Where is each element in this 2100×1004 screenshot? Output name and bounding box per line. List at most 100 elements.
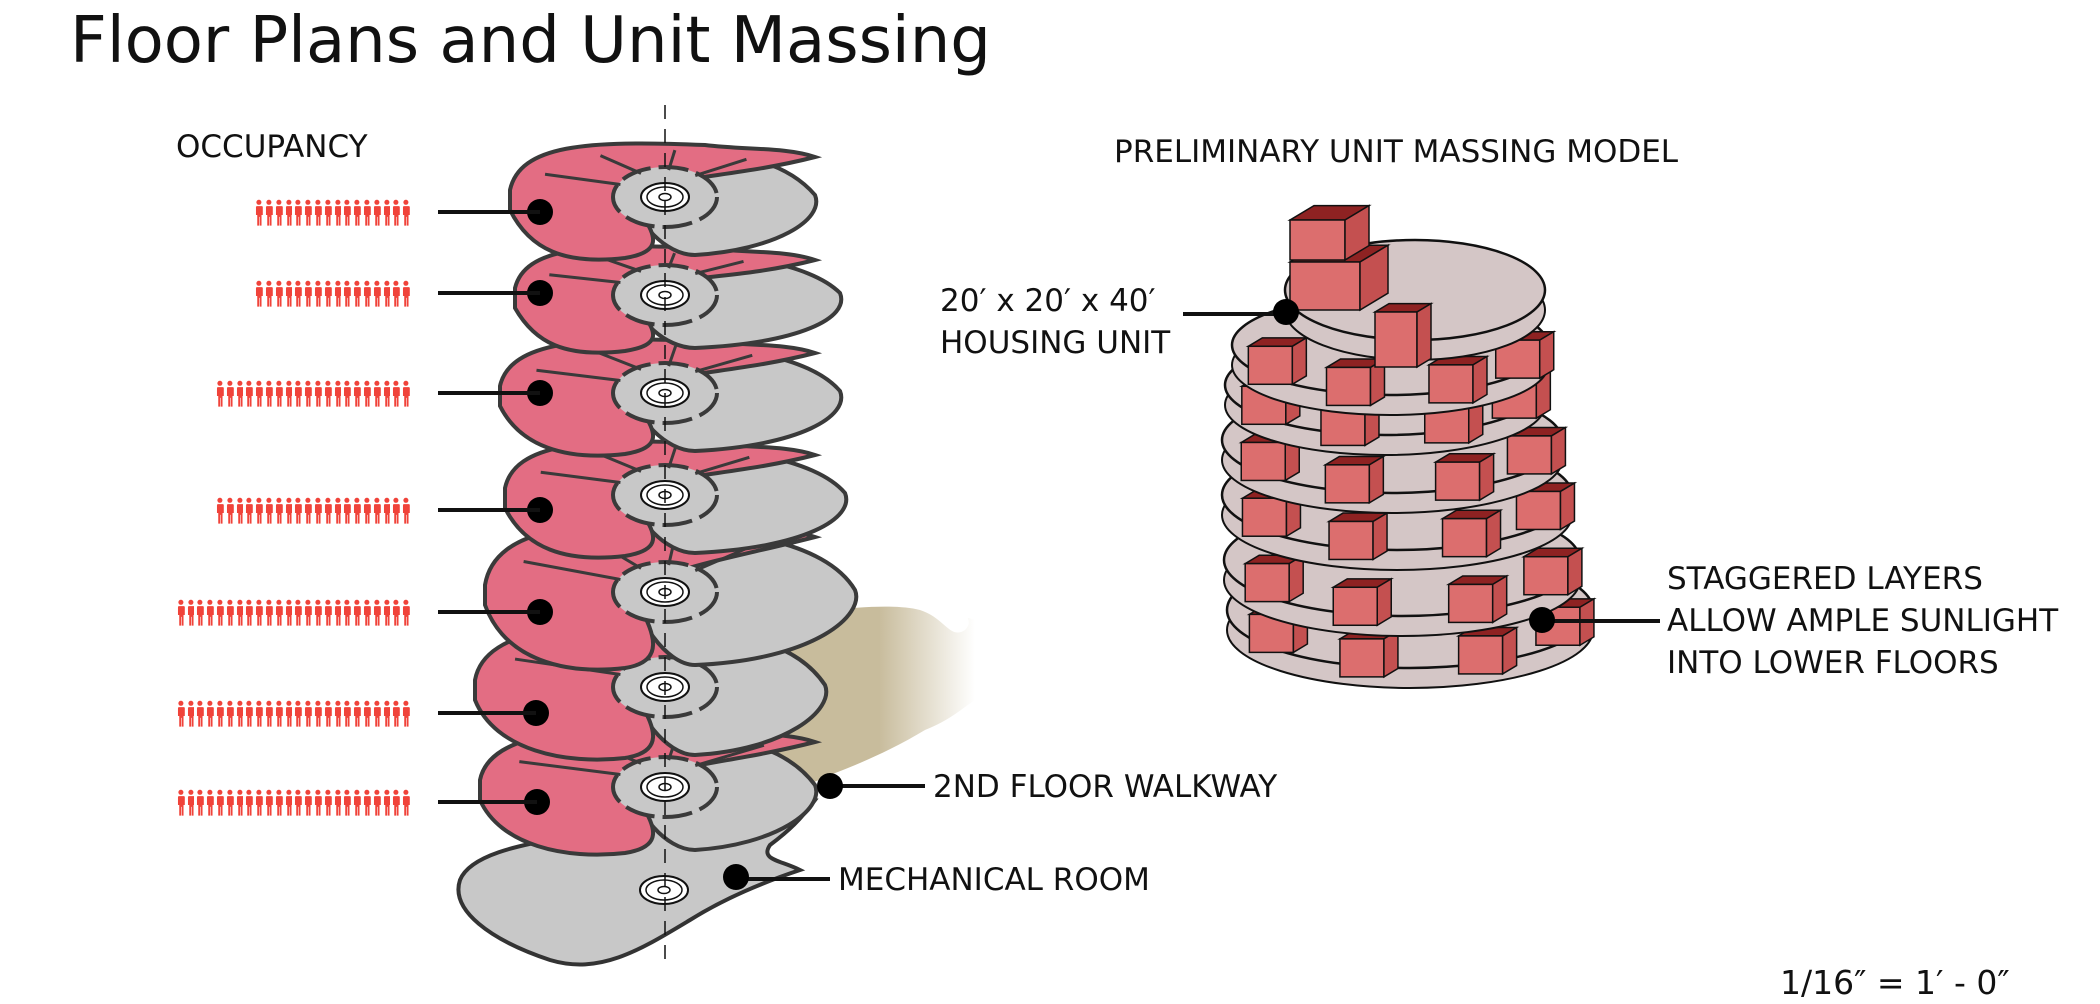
person-icon — [363, 599, 371, 626]
person-icon — [363, 497, 371, 524]
person-icon — [354, 497, 361, 524]
occupancy-leaders — [438, 210, 540, 804]
person-icon — [344, 599, 352, 626]
person-icon — [236, 599, 244, 626]
person-icon — [275, 497, 283, 524]
person-icon — [256, 599, 263, 626]
person-icon — [363, 280, 371, 307]
person-icon — [256, 700, 263, 727]
person-icon — [344, 497, 352, 524]
person-icon — [314, 380, 322, 407]
person-icon — [285, 599, 293, 626]
person-icon — [314, 599, 322, 626]
person-icon — [383, 599, 391, 626]
person-icon — [393, 280, 401, 307]
person-icon — [207, 700, 214, 727]
housing-unit-box — [1439, 508, 1504, 558]
person-icon — [295, 280, 303, 307]
person-icon — [373, 700, 381, 727]
layers-label-line2: ALLOW AMPLE SUNLIGHT — [1667, 603, 2059, 639]
person-icon — [207, 599, 214, 626]
person-icon — [226, 497, 234, 524]
person-icon — [275, 199, 283, 226]
person-icon — [334, 497, 342, 524]
housing-unit-box — [1287, 204, 1372, 262]
person-icon — [344, 199, 352, 226]
person-icon — [216, 700, 224, 727]
person-icon — [393, 700, 401, 727]
unit-partition-wall — [544, 172, 621, 187]
person-icon — [354, 789, 361, 816]
person-icon — [295, 199, 303, 226]
person-icon — [305, 497, 312, 524]
unit-partition-wall — [599, 154, 642, 175]
occupancy-row — [255, 197, 410, 227]
person-icon — [285, 497, 293, 524]
drawing-scale: 1/16″ = 1′ - 0″ — [1780, 963, 2010, 1002]
person-icon — [246, 700, 254, 727]
person-icon — [363, 380, 371, 407]
floor-plan — [513, 244, 844, 355]
person-icon — [305, 280, 312, 307]
occupancy-label: OCCUPANCY — [176, 129, 368, 165]
unit-partition-wall — [523, 560, 621, 582]
person-icon — [403, 789, 410, 816]
occupancy-row — [177, 597, 410, 627]
person-icon — [354, 599, 361, 626]
person-icon — [265, 789, 273, 816]
person-icon — [265, 497, 273, 524]
person-icon — [324, 599, 332, 626]
person-icon — [314, 497, 322, 524]
person-icon — [393, 380, 401, 407]
unit-partition-wall — [694, 743, 765, 768]
person-icon — [354, 700, 361, 727]
person-icon — [324, 199, 332, 226]
person-icon — [383, 700, 391, 727]
occupancy-row — [177, 787, 410, 817]
person-icon — [334, 199, 342, 226]
unit-partition-wall — [667, 447, 677, 469]
person-icon — [256, 199, 263, 226]
person-icon — [314, 700, 322, 727]
person-icon — [177, 599, 185, 626]
person-icon — [236, 497, 244, 524]
person-icon — [207, 789, 214, 816]
housing-unit-box — [1372, 302, 1434, 369]
person-icon — [256, 789, 263, 816]
occupancy-row — [216, 495, 410, 525]
person-icon — [256, 380, 263, 407]
person-icon — [324, 789, 332, 816]
person-icon — [363, 700, 371, 727]
housing-unit-callout-dot — [1273, 299, 1299, 325]
person-icon — [334, 700, 342, 727]
person-icon — [324, 380, 332, 407]
person-icon — [334, 380, 342, 407]
person-icon — [334, 280, 342, 307]
person-icon — [187, 700, 195, 727]
person-icon — [187, 789, 195, 816]
housing-unit-dimensions: 20′ x 20′ x 40′ — [940, 283, 1156, 319]
housing-unit-box — [1242, 553, 1306, 603]
floor-plan-tower — [456, 105, 975, 967]
layers-label-line3: INTO LOWER FLOORS — [1667, 645, 1999, 681]
person-icon — [197, 599, 205, 626]
person-icon — [305, 789, 312, 816]
person-icon — [344, 789, 352, 816]
housing-unit-box — [1445, 574, 1510, 624]
person-icon — [295, 700, 303, 727]
floor-plan — [508, 141, 823, 262]
person-icon — [344, 280, 352, 307]
person-icon — [197, 789, 205, 816]
person-icon — [393, 789, 401, 816]
person-icon — [383, 380, 391, 407]
person-icon — [177, 700, 185, 727]
housing-unit-box — [1322, 455, 1387, 505]
floor-plan — [483, 521, 859, 672]
housing-unit-box — [1330, 577, 1394, 627]
layers-label-line1: STAGGERED LAYERS — [1667, 561, 1983, 597]
unit-partition-wall — [694, 157, 747, 178]
person-icon — [344, 700, 352, 727]
person-icon — [393, 497, 401, 524]
person-icon — [363, 789, 371, 816]
person-icon — [177, 789, 185, 816]
